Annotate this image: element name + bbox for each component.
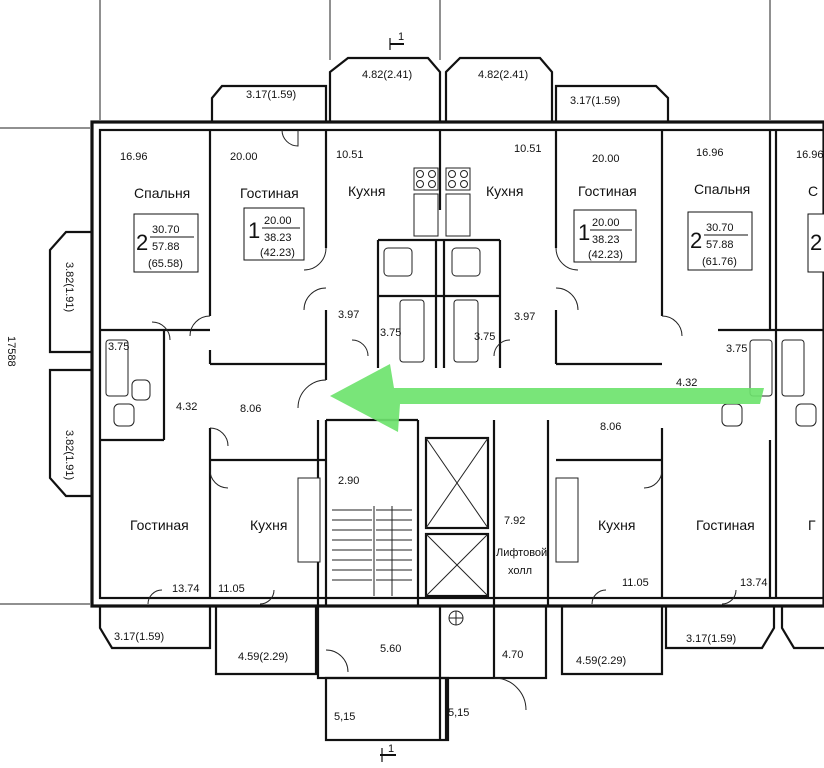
svg-text:57.88: 57.88: [152, 241, 180, 253]
area-bedroom-left: 16.96: [120, 151, 148, 163]
interior-walls: [100, 130, 824, 606]
apartment-badge-center-right: 1 20.00 38.23 (42.23): [573, 209, 637, 263]
balcony-top-right-bay: 4.82(2.41): [478, 69, 528, 81]
area-kitchen-upper-left: 10.51: [336, 149, 364, 161]
area-bedroom-far-right: 16.96: [796, 149, 824, 161]
area-bath-center-left: 3.75: [380, 327, 401, 339]
name-lift-hall-line2: холл: [508, 565, 532, 577]
svg-text:20.00: 20.00: [264, 215, 292, 227]
edge-fragment-left: 17588: [5, 336, 17, 367]
apartment-badge-center-left: 1 20.00 38.23 (42.23): [243, 207, 305, 261]
section-mark-bottom: 1: [380, 743, 396, 762]
svg-text:38.23: 38.23: [592, 234, 620, 246]
balcony-top-right-small: 3.17(1.59): [570, 95, 620, 107]
top-balconies: [210, 56, 670, 122]
area-entry-right: 5,15: [448, 707, 469, 719]
entrance-block: [316, 604, 548, 742]
svg-text:(42.23): (42.23): [260, 247, 295, 259]
name-kitchen-lower-left: Кухня: [250, 517, 287, 533]
name-living-lower-left: Гостиная: [130, 517, 189, 533]
balcony-bottom-right-mid: 4.59(2.29): [576, 655, 626, 667]
svg-text:(42.23): (42.23): [588, 249, 623, 261]
green-arrow-annotation: [330, 364, 764, 432]
svg-text:57.88: 57.88: [706, 239, 734, 251]
left-balconies: [48, 230, 92, 498]
area-living-upper-right: 20.00: [592, 153, 620, 165]
area-hall-right: 4.32: [676, 377, 697, 389]
svg-text:1: 1: [248, 218, 260, 243]
svg-text:2: 2: [136, 230, 148, 255]
area-living-lower-right: 13.74: [740, 577, 768, 589]
svg-text:(61.76): (61.76): [702, 256, 737, 268]
area-bath-center-right: 3.75: [474, 331, 495, 343]
area-living-upper-left: 20.00: [230, 151, 258, 163]
section-mark-bottom-label: 1: [388, 743, 394, 755]
name-living-upper-right: Гостиная: [578, 183, 637, 199]
area-lift-hall: 7.92: [504, 515, 525, 527]
area-hall-center-right: 3.97: [514, 311, 535, 323]
svg-text:38.23: 38.23: [264, 232, 292, 244]
name-bedroom-far-right: С: [808, 183, 818, 199]
svg-text:1: 1: [578, 220, 590, 245]
svg-text:20.00: 20.00: [592, 217, 620, 229]
svg-text:2: 2: [690, 228, 702, 253]
svg-text:2: 2: [810, 230, 822, 255]
axis-lines: [0, 0, 771, 605]
area-hall-left: 4.32: [176, 401, 197, 413]
name-bedroom-right: Спальня: [694, 181, 750, 197]
core-elements: [332, 436, 490, 626]
area-vestibule: 5.60: [380, 643, 401, 655]
apartment-badge-left: 2 30.70 57.88 (65.58): [133, 213, 199, 273]
name-living-upper-left: Гостиная: [240, 185, 299, 201]
name-lift-hall-line1: Лифтовой: [496, 547, 547, 559]
bathroom-fixtures: [105, 247, 817, 427]
name-kitchen-lower-right: Кухня: [598, 517, 635, 533]
balcony-bottom-left-small: 3.17(1.59): [114, 631, 164, 643]
balcony-left-lower: 3.82(1.91): [63, 430, 75, 480]
area-kitchen-upper-right: 10.51: [514, 143, 542, 155]
area-hall-center-left: 3.97: [338, 309, 359, 321]
svg-text:30.70: 30.70: [152, 224, 180, 236]
svg-text:30.70: 30.70: [706, 222, 734, 234]
area-bath-right: 3.75: [726, 343, 747, 355]
name-living-lower-right: Гостиная: [696, 517, 755, 533]
area-entry-left: 5,15: [334, 711, 355, 723]
name-living-lower-far-right: Г: [808, 517, 816, 533]
svg-text:(65.58): (65.58): [148, 258, 183, 270]
section-mark-top: 1: [389, 31, 404, 50]
balcony-top-left-small: 3.17(1.59): [246, 89, 296, 101]
bottom-balconies: [98, 606, 824, 676]
section-mark-top-label: 1: [398, 31, 404, 43]
area-utility: 4.70: [502, 649, 523, 661]
apartment-badge-right: 2 30.70 57.88 (61.76): [687, 211, 753, 271]
name-bedroom-left: Спальня: [134, 185, 190, 201]
name-kitchen-upper-left: Кухня: [348, 183, 385, 199]
balcony-bottom-left-mid: 4.59(2.29): [238, 651, 288, 663]
door-swings: [147, 129, 737, 711]
area-bedroom-right: 16.96: [696, 147, 724, 159]
area-kitchen-lower-left: 11.05: [218, 583, 245, 595]
kitchen-fixtures: [297, 167, 579, 563]
area-bath-left: 3.75: [108, 341, 129, 353]
balcony-left-upper: 3.82(1.91): [63, 262, 75, 312]
balcony-top-left-bay: 4.82(2.41): [362, 69, 412, 81]
apartment-badge-far-right: 2: [807, 213, 824, 273]
area-living-lower-left: 13.74: [172, 583, 200, 595]
area-corridor-right: 8.06: [600, 421, 621, 433]
area-stair: 2.90: [338, 475, 359, 487]
area-kitchen-lower-right: 11.05: [622, 577, 649, 589]
area-corridor-left: 8.06: [240, 403, 261, 415]
balcony-bottom-right-small: 3.17(1.59): [686, 633, 736, 645]
name-kitchen-upper-right: Кухня: [486, 183, 523, 199]
